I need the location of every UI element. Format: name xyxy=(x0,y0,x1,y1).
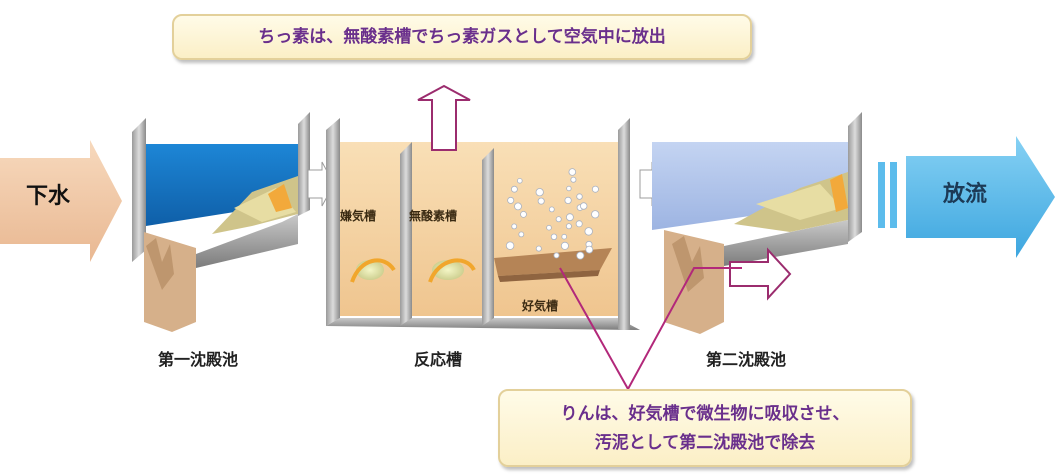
air-bubble xyxy=(535,245,542,252)
secondary-clarifier-caption: 第二沈殿池 xyxy=(706,350,787,369)
sludge-removal-arrow xyxy=(729,247,792,301)
air-bubble xyxy=(584,227,593,236)
phosphorus-callout: りんは、好気槽で微生物に吸収させ、 汚泥として第二沈殿池で除去 xyxy=(498,389,912,467)
outflow-label: 放流 xyxy=(943,182,988,207)
air-bubble xyxy=(514,202,522,211)
aerobic-tank-label: 好気槽 xyxy=(522,299,559,313)
inflow-arrow xyxy=(0,140,122,262)
callout-leader-line xyxy=(559,267,629,390)
air-bubble xyxy=(518,231,525,238)
air-bubble xyxy=(570,176,577,183)
reactor-tank xyxy=(326,118,640,330)
nitrogen-callout-text: ちっ素は、無酸素槽でちっ素ガスとして空気中に放出 xyxy=(258,27,666,47)
nitrogen-release-arrow xyxy=(417,84,471,151)
air-bubble xyxy=(516,178,523,184)
air-bubble xyxy=(585,245,594,254)
air-bubble xyxy=(576,193,583,200)
phosphorus-callout-line2: 汚泥として第二沈殿池で除去 xyxy=(594,433,816,453)
air-bubble xyxy=(580,202,588,210)
air-bubble xyxy=(555,216,562,223)
discharge-bar xyxy=(878,162,885,228)
callout-leader-line xyxy=(627,267,742,390)
air-bubble xyxy=(565,223,572,230)
air-bubble xyxy=(591,210,600,219)
air-bubble xyxy=(560,241,569,250)
air-bubble xyxy=(507,196,515,204)
air-bubble xyxy=(553,252,560,259)
air-bubble xyxy=(548,206,555,213)
air-bubble xyxy=(576,251,585,260)
air-bubble xyxy=(537,197,545,205)
discharge-bar xyxy=(890,162,897,228)
air-bubble xyxy=(575,220,583,228)
air-bubble xyxy=(520,210,527,218)
primary-clarifier-caption: 第一沈殿池 xyxy=(158,350,239,369)
air-bubble xyxy=(566,213,574,222)
air-bubble xyxy=(568,168,577,176)
reactor-caption: 反応槽 xyxy=(414,350,463,369)
nitrogen-callout: ちっ素は、無酸素槽でちっ素ガスとして空気中に放出 xyxy=(172,14,752,60)
air-bubble xyxy=(561,233,567,240)
air-bubble xyxy=(566,185,572,192)
aeration-bubbles xyxy=(505,168,600,260)
air-bubble xyxy=(505,241,515,250)
inflow-label: 下水 xyxy=(26,184,71,209)
air-bubble xyxy=(591,185,599,193)
anoxic-tank-label: 無酸素槽 xyxy=(409,209,458,223)
air-bubble xyxy=(564,196,572,204)
air-bubble xyxy=(511,223,518,230)
anaerobic-tank-label: 嫌気槽 xyxy=(340,209,377,223)
air-bubble xyxy=(546,224,552,231)
phosphorus-callout-line1: りんは、好気槽で微生物に吸収させ、 xyxy=(560,404,850,424)
air-bubble xyxy=(511,185,518,193)
air-bubble xyxy=(550,233,558,240)
outflow-arrow xyxy=(906,136,1055,258)
air-bubble xyxy=(535,188,544,197)
primary-clarifier xyxy=(132,112,310,332)
secondary-clarifier xyxy=(652,112,862,334)
